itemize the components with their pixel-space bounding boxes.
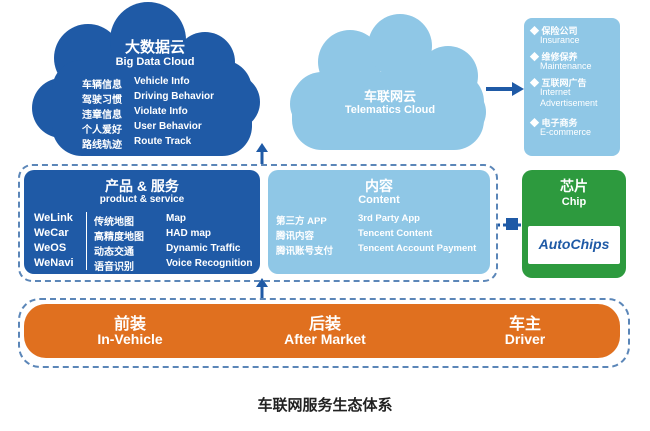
list-item-en: Maintenance [540,61,592,71]
channel-driver-en: Driver [504,331,546,347]
brand-item: WeNavi [34,257,74,269]
services-list-box [524,18,620,156]
big-data-cloud-title: 大数据云 [124,39,185,56]
product-service-title: 产品 & 服务 [105,178,179,194]
channel-in-vehicle-en: In-Vehicle [97,331,163,347]
middle-row-frame [18,164,498,282]
telematics-cloud-shape [290,14,486,150]
channels-frame [18,298,630,368]
channels-bar [24,304,620,358]
arrow-cloud-to-services [486,82,524,96]
big-data-cloud-shape [32,2,260,156]
autochips-logo-panel [528,226,620,264]
product-service-subtitle: product & service [99,194,185,205]
product-service-box [24,170,260,274]
arrow-up-to-cloud [256,143,268,164]
big-data-cloud-subtitle: Big Data Cloud [115,56,195,68]
figure-caption: 车联网服务生态体系 [257,396,393,414]
content-title: 内容 [365,178,393,194]
telematics-cloud-subtitle: Telematics Cloud [344,104,436,116]
list-item-en: Internet Advertisement [540,87,598,108]
brand-item: WeOS [34,242,67,254]
telematics-cloud-title: 车联网云 [363,89,416,104]
channel-driver-zh: 车主 [508,316,541,333]
list-item: ◆ 电子商务 [530,118,578,128]
brand-item: WeLink [34,212,73,224]
list-item: ◆ 保险公司 [530,26,578,36]
list-item: ◆ 维修保养 [530,52,578,62]
list-item: ◆ 互联网广告 [530,78,587,88]
chip-connector [496,218,522,230]
product-divider [86,212,87,270]
autochips-logo: AutoChips [538,236,610,252]
chip-title: 芯片 [560,178,588,194]
list-item-en: E-commerce [540,127,592,137]
channel-after-market-en: After Market [284,331,366,347]
channel-after-market-zh: 后装 [308,316,341,333]
arrow-up-to-middle [256,278,268,298]
list-item-en: Insurance [540,35,580,45]
content-subtitle: Content [358,194,400,206]
channel-in-vehicle-zh: 前装 [113,316,146,333]
chip-subtitle: Chip [561,196,587,208]
brand-item: WeCar [34,227,69,239]
content-box [268,170,490,274]
